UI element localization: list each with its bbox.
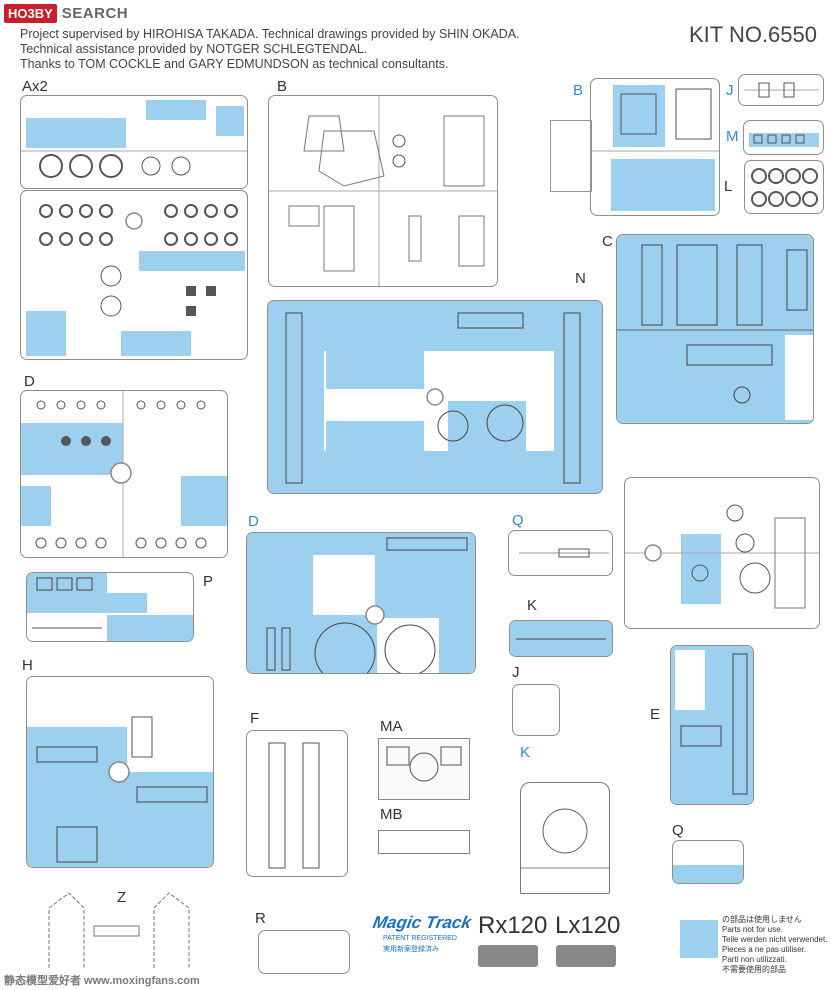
logo-text: SEARCH bbox=[61, 5, 129, 22]
track-rx-label: Rx120 bbox=[478, 912, 548, 939]
sprue-label-h: H bbox=[22, 657, 33, 674]
sprue-j-top bbox=[738, 74, 824, 106]
sprue-a-lower-parts bbox=[26, 204, 245, 356]
sprue-label-q-mid: Q bbox=[512, 512, 524, 529]
b-blue-frame-part bbox=[550, 120, 592, 192]
sprue-l bbox=[744, 160, 824, 214]
photo-etch-ma bbox=[378, 738, 470, 800]
legend-line: Parti non utilizzati. bbox=[722, 955, 787, 964]
sprue-label-c: C bbox=[602, 233, 613, 250]
site-watermark: 静态模型爱好者 www.moxingfans.com bbox=[4, 975, 200, 987]
part-z-fenders bbox=[44, 888, 194, 972]
track-lx-label: Lx120 bbox=[555, 912, 621, 939]
part-k-hull-detail bbox=[521, 808, 609, 869]
sprue-label-j-mid: J bbox=[512, 664, 520, 681]
sprue-q-bottom-parts bbox=[673, 865, 743, 883]
sprue-label-k-grey: K bbox=[527, 597, 538, 614]
sprue-e-parts bbox=[671, 646, 753, 804]
sprue-c-parts bbox=[617, 235, 813, 423]
sprue-label-b-grey: B bbox=[277, 78, 288, 95]
track-rx-links bbox=[478, 945, 538, 967]
legend-line: Parts not for use. bbox=[722, 925, 783, 934]
credits-block: Project supervised by HIROHISA TAKADA. T… bbox=[20, 27, 520, 72]
credit-line: Thanks to TOM COCKLE and GARY EDMUNDSON … bbox=[20, 57, 449, 71]
part-k-hull bbox=[520, 782, 610, 894]
sprue-right-grey bbox=[624, 477, 820, 629]
magic-track-logo: Magic Track bbox=[371, 913, 473, 932]
part-z-fenders-outline bbox=[48, 892, 190, 968]
sprue-label-r: R bbox=[255, 910, 266, 927]
sprue-b-blue bbox=[590, 78, 720, 216]
unused-parts-legend: の部品は使用しません Parts not for use. Teile werd… bbox=[722, 915, 827, 975]
credit-line: Technical assistance provided by NOTGER … bbox=[20, 42, 368, 56]
sprue-q-mid bbox=[508, 530, 613, 576]
sprue-label-e: E bbox=[650, 706, 661, 723]
unused-parts-swatch bbox=[680, 920, 718, 958]
sprue-h bbox=[26, 676, 214, 868]
legend-line: 不需要使用的部品 bbox=[722, 965, 786, 974]
sprue-f-parts bbox=[268, 742, 320, 869]
sprue-m-top-parts bbox=[749, 133, 819, 147]
sprue-n-parts bbox=[268, 301, 602, 493]
sprue-label-m-top: M bbox=[726, 128, 739, 145]
magic-track-patent-jp: 実用新案登録済み bbox=[383, 946, 439, 953]
sprue-n bbox=[267, 300, 603, 494]
sprue-k-grey bbox=[509, 620, 613, 657]
photo-etch-mb bbox=[378, 830, 470, 854]
sprue-label-f: F bbox=[250, 710, 260, 727]
sprue-f bbox=[246, 730, 348, 877]
track-lx-links bbox=[556, 945, 616, 967]
sprue-d-grey bbox=[20, 390, 228, 558]
sprue-a-upper-parts bbox=[21, 100, 247, 178]
sprue-label-d-grey: D bbox=[24, 373, 35, 390]
sprue-b-grey-parts bbox=[269, 96, 497, 286]
sprue-d-blue-parts bbox=[247, 533, 475, 673]
sprue-label-z: Z bbox=[117, 889, 127, 906]
sprue-p-parts bbox=[27, 573, 193, 641]
sprue-q-bottom bbox=[672, 840, 744, 884]
sprue-r bbox=[258, 930, 350, 974]
sprue-h-parts bbox=[27, 677, 213, 867]
magic-track-patent: PATENT REGISTERED bbox=[383, 935, 457, 942]
sprue-j-top-parts bbox=[744, 82, 819, 98]
sprue-right-grey-parts bbox=[625, 504, 819, 609]
photo-etch-ma-parts bbox=[386, 746, 462, 782]
sprue-c bbox=[616, 234, 814, 424]
sprue-label-k-blue: K bbox=[520, 744, 531, 761]
sprue-label-mb: MB bbox=[380, 806, 403, 823]
sprue-e bbox=[670, 645, 754, 805]
legend-line: の部品は使用しません bbox=[722, 915, 802, 924]
sprue-j-mid bbox=[512, 684, 560, 736]
sprue-a-upper bbox=[20, 95, 248, 189]
sprue-b-blue-parts bbox=[591, 85, 719, 211]
sprue-d-blue bbox=[246, 532, 476, 674]
sprue-label-ma: MA bbox=[380, 718, 403, 735]
credit-line: Project supervised by HIROHISA TAKADA. T… bbox=[20, 27, 520, 41]
logo-badge: HO3BY bbox=[4, 4, 57, 23]
legend-line: Pieces a ne pas utiliser. bbox=[722, 945, 807, 954]
sprue-label-p: P bbox=[203, 573, 214, 590]
sprue-k-grey-parts bbox=[510, 621, 612, 656]
sprue-label-d-blue: D bbox=[248, 513, 259, 530]
sprue-l-parts bbox=[751, 168, 818, 207]
sprue-label-n: N bbox=[575, 270, 586, 287]
sprue-label-q-bottom: Q bbox=[672, 822, 684, 839]
sprue-label-l: L bbox=[724, 178, 733, 195]
sprue-d-grey-parts bbox=[21, 391, 227, 557]
hobby-search-logo: HO3BY SEARCH bbox=[4, 4, 128, 23]
legend-line: Teile werden nicht verwendet. bbox=[722, 935, 828, 944]
sprue-m-top bbox=[743, 120, 824, 155]
sprue-q-mid-parts bbox=[519, 548, 609, 558]
sprue-p bbox=[26, 572, 194, 642]
sprue-label-ax2: Ax2 bbox=[22, 78, 48, 95]
sprue-b-grey bbox=[268, 95, 498, 287]
kit-number: KIT NO.6550 bbox=[689, 22, 817, 47]
sprue-label-b-blue: B bbox=[573, 82, 584, 99]
sprue-a-lower bbox=[20, 190, 248, 360]
sprue-label-j-top: J bbox=[726, 82, 734, 99]
